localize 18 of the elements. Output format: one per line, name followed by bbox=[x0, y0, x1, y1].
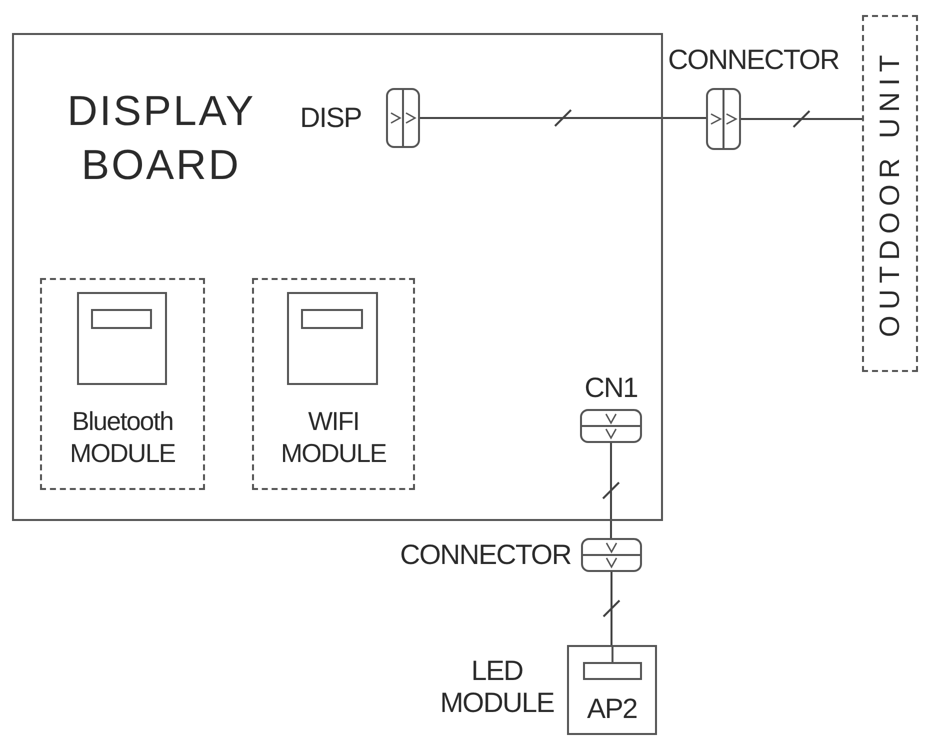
module-frame bbox=[40, 278, 205, 490]
connector-label: CN1 bbox=[584, 372, 638, 404]
wire bbox=[420, 117, 706, 119]
wire bbox=[741, 118, 862, 120]
module-frame bbox=[252, 278, 415, 490]
connector-label: CONNECTOR bbox=[668, 44, 839, 76]
module-label: WIFI MODULE bbox=[280, 405, 386, 469]
module-label: LED MODULE bbox=[440, 655, 554, 719]
connector-label: DISP bbox=[300, 102, 362, 134]
part-code: AP2 bbox=[587, 693, 637, 725]
connector-label: CONNECTOR bbox=[400, 539, 571, 571]
board-frame bbox=[12, 33, 663, 521]
wire bbox=[610, 572, 612, 645]
board-title: DISPLAY BOARD bbox=[67, 86, 255, 190]
unit-frame bbox=[862, 15, 918, 372]
unit-label: OUTDOOR UNIT bbox=[874, 49, 906, 338]
module-label: Bluetooth MODULE bbox=[70, 405, 176, 469]
wire bbox=[610, 443, 612, 538]
